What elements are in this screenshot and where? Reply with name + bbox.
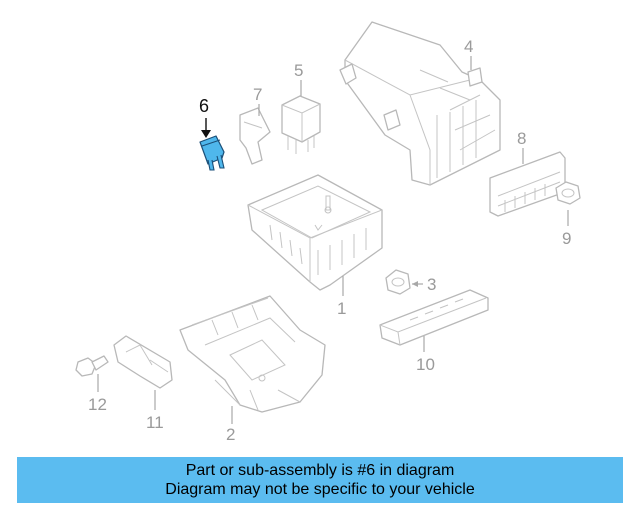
part-12-screw[interactable] bbox=[75, 355, 109, 377]
callout-11: 11 bbox=[146, 413, 164, 432]
part-9-nut[interactable] bbox=[555, 181, 581, 205]
part-4-cover[interactable] bbox=[339, 21, 501, 186]
part-2-tray[interactable] bbox=[179, 295, 326, 413]
callout-10: 10 bbox=[416, 355, 435, 374]
callout-12: 12 bbox=[88, 395, 107, 414]
banner-line-1: Part or sub-assembly is #6 in diagram bbox=[185, 462, 455, 479]
part-10-rail[interactable] bbox=[379, 289, 489, 346]
part-1-housing[interactable] bbox=[247, 174, 383, 291]
part-5-relay[interactable] bbox=[281, 95, 321, 154]
part-7-fuse[interactable] bbox=[239, 107, 271, 165]
callout-4: 4 bbox=[464, 37, 473, 56]
info-banner: Part or sub-assembly is #6 in diagram Di… bbox=[17, 457, 623, 503]
callout-7: 7 bbox=[253, 85, 262, 104]
callout-5: 5 bbox=[294, 61, 303, 80]
callout-8: 8 bbox=[517, 129, 526, 148]
callout-2: 2 bbox=[226, 425, 235, 444]
callout-1: 1 bbox=[337, 299, 346, 318]
part-6-fuse[interactable] bbox=[199, 135, 225, 171]
part-8-bracket[interactable] bbox=[489, 151, 566, 217]
part-11-bracket[interactable] bbox=[113, 335, 173, 389]
banner-line-2: Diagram may not be specific to your vehi… bbox=[165, 481, 475, 498]
callout-9: 9 bbox=[562, 229, 571, 248]
callout-6: 6 bbox=[199, 96, 209, 116]
part-3-nut[interactable] bbox=[385, 269, 411, 295]
parts-diagram: 4 5 7 6 8 9 bbox=[75, 21, 581, 444]
callout-3: 3 bbox=[427, 275, 436, 294]
